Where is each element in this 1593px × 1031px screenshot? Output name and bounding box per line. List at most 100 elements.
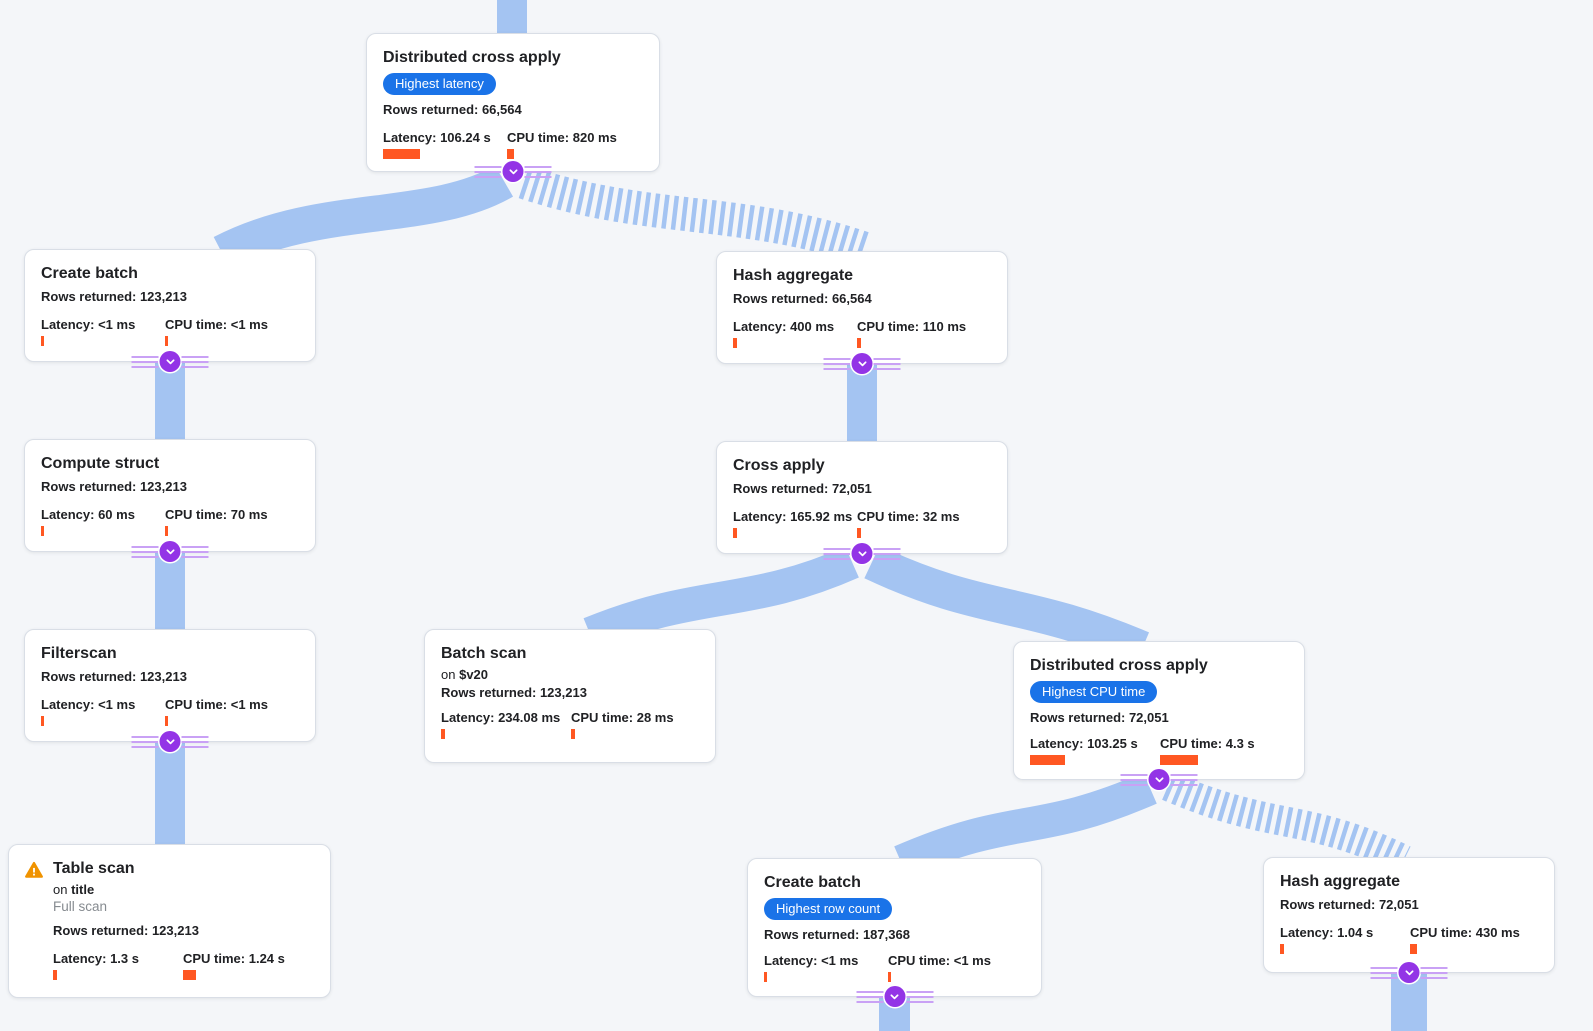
node-title: Create batch [764, 874, 861, 891]
cpu-time-label: CPU time: 430 ms [1410, 925, 1520, 940]
edge-cross-apply-to-batch-scan [583, 546, 859, 650]
rows-returned: Rows returned: 123,213 [441, 685, 587, 700]
cpu-time-bar [571, 729, 575, 739]
plan-node-distributed-cross-apply-root[interactable]: Distributed cross apply Highest latency … [366, 33, 660, 182]
latency-bar [41, 336, 44, 346]
node-title: Table scan [53, 860, 135, 877]
plan-node-create-batch-2[interactable]: Create batch Highest row count Rows retu… [747, 858, 1042, 1007]
metrics: Latency: 103.25 s CPU time: 4.3 s [1030, 736, 1288, 765]
chevron-down-icon [851, 543, 873, 564]
metrics: Latency: 1.3 s CPU time: 1.24 s [53, 951, 314, 980]
plan-node-filterscan[interactable]: Filterscan Rows returned: 123,213 Latenc… [24, 629, 316, 752]
connector-stripes-right [524, 165, 552, 178]
rows-returned: Rows returned: 123,213 [41, 479, 187, 494]
cpu-time-label: CPU time: 4.3 s [1160, 736, 1255, 751]
connector-stripes-right [1420, 966, 1448, 979]
cpu-time-bar [857, 338, 861, 348]
latency-bar [1030, 755, 1065, 765]
connector-stripes-left [131, 735, 159, 748]
edge-filterscan-to-table-scan [155, 737, 185, 848]
cpu-time-bar [507, 149, 514, 159]
plan-node-compute-struct[interactable]: Compute struct Rows returned: 123,213 La… [24, 439, 316, 562]
metrics: Latency: 106.24 s CPU time: 820 ms [383, 130, 643, 159]
plan-node-table-scan[interactable]: Table scan on title Full scan Rows retur… [8, 844, 331, 998]
plan-node-create-batch[interactable]: Create batch Rows returned: 123,213 Late… [24, 249, 316, 372]
cpu-time-bar [183, 970, 196, 980]
chevron-down-icon [1398, 962, 1420, 983]
rows-returned: Rows returned: 123,213 [53, 923, 199, 938]
rows-returned: Rows returned: 72,051 [1030, 710, 1169, 725]
expand-collapse-button[interactable] [823, 353, 901, 374]
node-title: Compute struct [41, 455, 160, 472]
node-title: Hash aggregate [733, 267, 854, 284]
edge-dca2-to-hash-aggregate-2-remote [1162, 772, 1411, 874]
connector-stripes-left [1370, 966, 1398, 979]
latency-bar [41, 716, 44, 726]
metrics: Latency: 60 ms CPU time: 70 ms [41, 507, 299, 536]
latency-bar [733, 338, 737, 348]
expand-collapse-button[interactable] [1120, 769, 1198, 790]
node-title: Distributed cross apply [383, 49, 561, 66]
expand-collapse-button[interactable] [474, 161, 552, 182]
latency-label: Latency: <1 ms [41, 697, 136, 712]
expand-collapse-button[interactable] [823, 543, 901, 564]
connector-stripes-right [181, 735, 209, 748]
cpu-time-label: CPU time: 28 ms [571, 710, 674, 725]
latency-bar [383, 149, 420, 159]
cpu-time-label: CPU time: <1 ms [165, 697, 268, 712]
scan-target: on title [53, 882, 95, 897]
rows-returned: Rows returned: 187,368 [764, 927, 910, 942]
connector-stripes-left [131, 355, 159, 368]
cpu-time-bar [165, 526, 168, 536]
plan-node-cross-apply[interactable]: Cross apply Rows returned: 72,051 Latenc… [716, 441, 1008, 564]
latency-label: Latency: 234.08 ms [441, 710, 561, 725]
connector-stripes-left [131, 545, 159, 558]
expand-collapse-button[interactable] [131, 731, 209, 752]
latency-bar [733, 528, 737, 538]
rows-returned: Rows returned: 66,564 [383, 102, 522, 117]
connector-stripes-right [906, 990, 933, 1003]
highest-latency-badge: Highest latency [383, 73, 496, 95]
cpu-time-bar [165, 716, 168, 726]
expand-collapse-button[interactable] [1370, 962, 1448, 983]
connector-stripes-right [873, 547, 901, 560]
rows-returned: Rows returned: 66,564 [733, 291, 872, 306]
chevron-down-icon [851, 353, 873, 374]
expand-collapse-button[interactable] [856, 986, 933, 1007]
chevron-down-icon [502, 161, 524, 182]
chevron-down-icon [159, 731, 181, 752]
expand-collapse-button[interactable] [131, 351, 209, 372]
connector-stripes-left [474, 165, 502, 178]
cpu-time-bar [1160, 755, 1198, 765]
latency-label: Latency: 1.3 s [53, 951, 139, 966]
edge-into-root [497, 0, 527, 38]
latency-label: Latency: 60 ms [41, 507, 135, 522]
node-title: Cross apply [733, 457, 825, 474]
cpu-time-label: CPU time: <1 ms [165, 317, 268, 332]
latency-bar [441, 729, 445, 739]
expand-collapse-button[interactable] [131, 541, 209, 562]
chevron-down-icon [159, 351, 181, 372]
plan-node-batch-scan[interactable]: Batch scan on $v20 Rows returned: 123,21… [424, 629, 716, 763]
plan-node-hash-aggregate-2[interactable]: Hash aggregate Rows returned: 72,051 Lat… [1263, 857, 1555, 983]
edge-root-to-create-batch [213, 165, 514, 270]
chevron-down-icon [159, 541, 181, 562]
plan-node-distributed-cross-apply-2[interactable]: Distributed cross apply Highest CPU time… [1013, 641, 1305, 790]
node-title: Filterscan [41, 645, 117, 662]
cpu-time-bar [1410, 944, 1417, 954]
chevron-down-icon [884, 986, 905, 1007]
plan-node-hash-aggregate[interactable]: Hash aggregate Rows returned: 66,564 Lat… [716, 251, 1008, 374]
metrics: Latency: <1 ms CPU time: <1 ms [41, 317, 299, 346]
rows-returned: Rows returned: 72,051 [733, 481, 872, 496]
cpu-time-label: CPU time: <1 ms [888, 953, 991, 968]
latency-label: Latency: <1 ms [41, 317, 136, 332]
node-title: Create batch [41, 265, 138, 282]
metrics: Latency: <1 ms CPU time: <1 ms [764, 953, 1025, 982]
warning-icon [24, 860, 44, 880]
connector-stripes-left [856, 990, 883, 1003]
highest-cpu-time-badge: Highest CPU time [1030, 681, 1158, 703]
connector-stripes-right [181, 545, 209, 558]
cpu-time-label: CPU time: 70 ms [165, 507, 268, 522]
connector-stripes-left [823, 357, 851, 370]
